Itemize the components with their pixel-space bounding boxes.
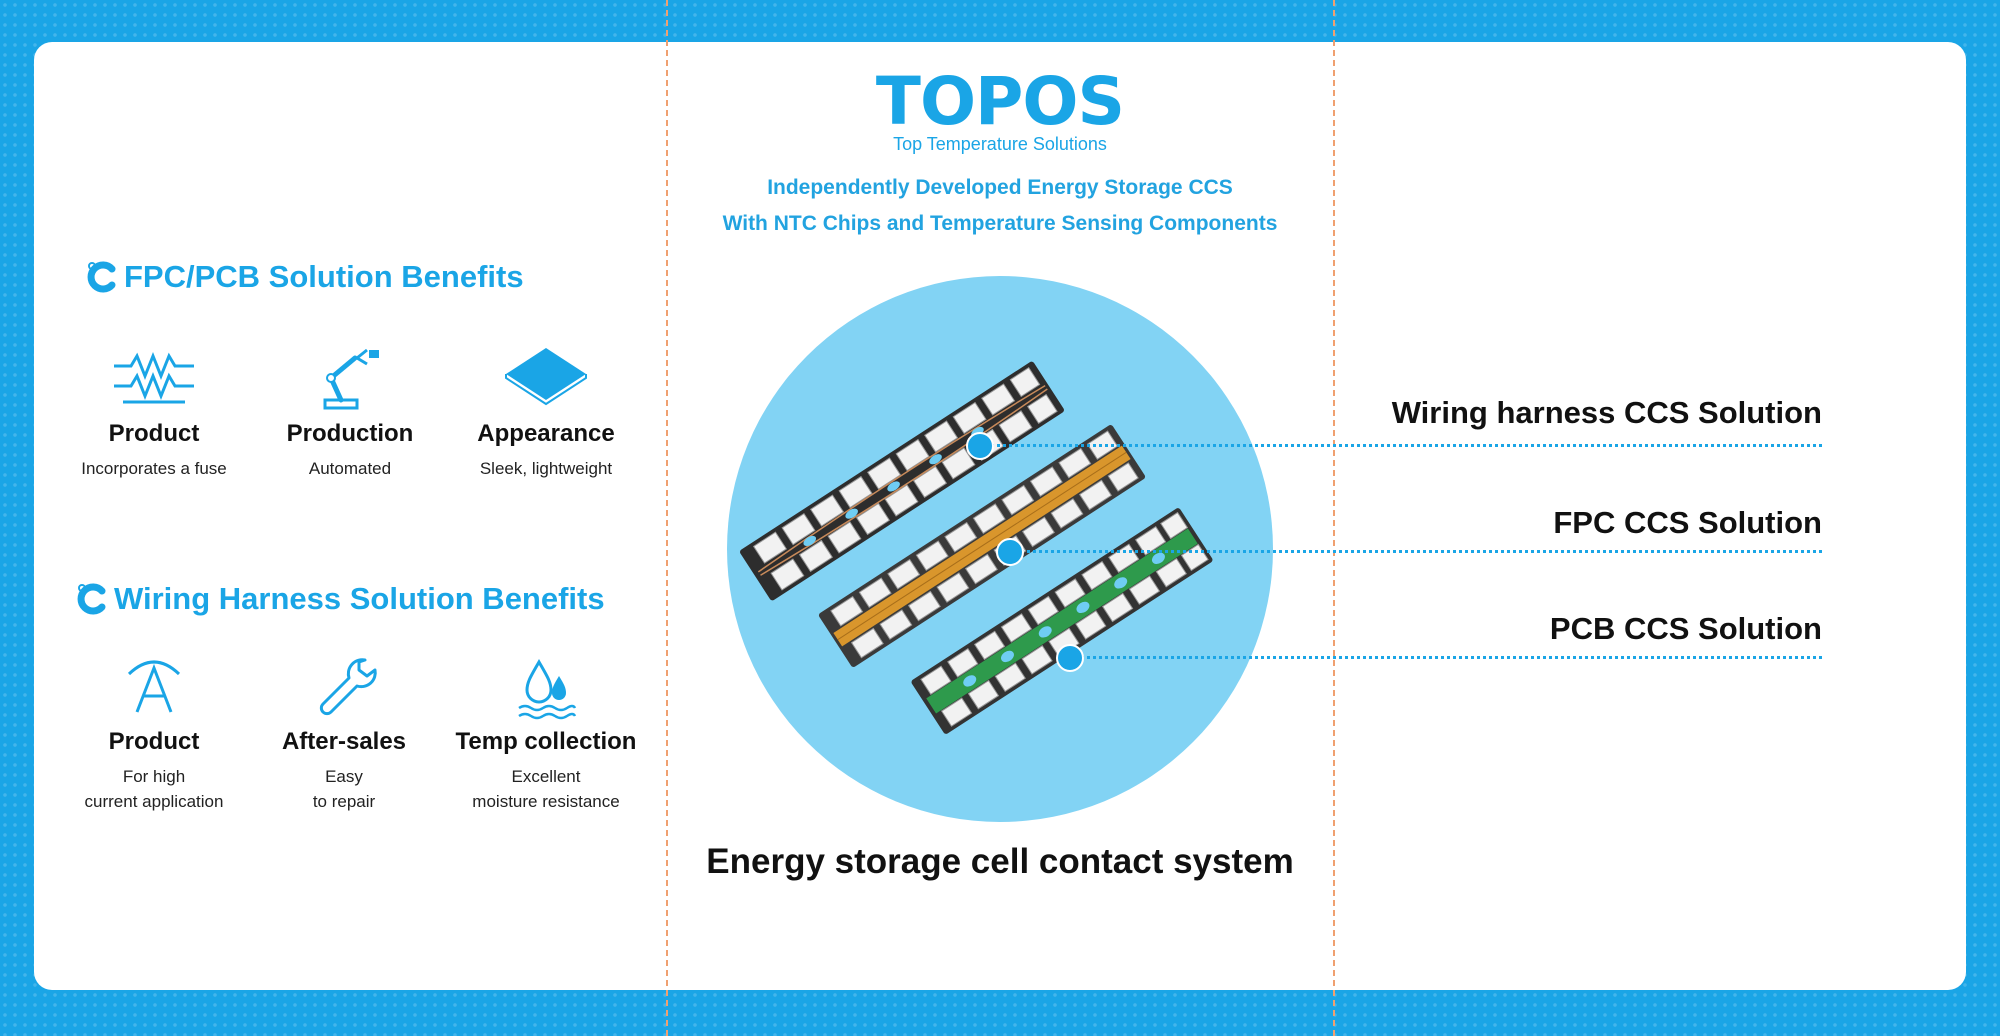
water-drops-icon (518, 658, 577, 720)
benefit-desc-line-1: For high (122, 767, 186, 786)
wiring-benefit-temp-collection: Temp collection Excellent moisture resis… (446, 652, 646, 814)
benefit-title: Appearance (477, 420, 615, 447)
benefit-desc: Sleek, lightweight (479, 459, 613, 478)
ccs-boards-illustration (740, 361, 1213, 734)
wiring-section-title-text: Wiring Harness Solution Benefits (114, 581, 605, 616)
logo-tagline: Top Temperature Solutions (893, 134, 1107, 154)
benefit-title: Product (108, 420, 200, 447)
divider-left (666, 0, 668, 1036)
solution-label-wiring-harness: Wiring harness CCS Solution (1391, 395, 1822, 430)
solution-label-fpc: FPC CCS Solution (1553, 505, 1822, 540)
leader-line-wiring-harness (980, 444, 1822, 447)
benefit-title: Product (108, 728, 200, 755)
product-caption: Energy storage cell contact system (706, 842, 1294, 881)
benefit-desc: Incorporates a fuse (81, 459, 227, 478)
benefit-desc: Excellent moisture resistance (446, 764, 646, 814)
benefit-desc: Easy to repair (244, 764, 444, 814)
marker-dot-pcb (1056, 644, 1084, 672)
benefit-title: Production (286, 420, 414, 447)
benefit-desc-line-2: current application (84, 792, 224, 811)
fuse-icon (114, 351, 194, 404)
benefit-desc-line-1: Excellent (511, 767, 581, 786)
wiring-benefit-product: Product For high current application (54, 652, 254, 814)
benefit-desc-line-2: moisture resistance (472, 792, 620, 811)
leader-line-fpc (1010, 550, 1822, 553)
benefit-title: After-sales (281, 728, 407, 755)
benefit-desc: Automated (308, 459, 392, 478)
pcb-ccs-board (911, 508, 1213, 734)
robot-arm-icon (323, 348, 379, 410)
fpc-section-title-text: FPC/PCB Solution Benefits (124, 259, 524, 294)
fpc-benefit-appearance: Appearance Sleek, lightweight (446, 344, 646, 481)
solution-label-pcb: PCB CCS Solution (1549, 611, 1822, 646)
thin-panel-icon (505, 348, 587, 406)
wiring-harness-ccs-board (740, 361, 1064, 601)
brand-c-icon (77, 583, 106, 615)
marker-dot-wiring-harness (966, 432, 994, 460)
wiring-benefit-after-sales: After-sales Easy to repair (244, 652, 444, 814)
benefit-desc-line-2: to repair (312, 792, 376, 811)
fpc-benefit-product: Product Incorporates a fuse (54, 344, 254, 481)
current-icon (127, 660, 181, 713)
marker-dot-fpc (996, 538, 1024, 566)
logo-wordmark: TOPOS (875, 63, 1125, 140)
topos-logo: TOPOS Top Temperature Solutions (850, 66, 1150, 155)
leader-line-pcb (1070, 656, 1822, 659)
header-line-2: With NTC Chips and Temperature Sensing C… (722, 212, 1278, 235)
fpc-section-title: FPC/PCB Solution Benefits (84, 259, 524, 295)
fpc-benefit-production: Production Automated (250, 344, 450, 481)
product-circle (727, 276, 1273, 822)
benefit-title: Temp collection (455, 728, 637, 755)
wrench-icon (319, 658, 377, 716)
wiring-section-title: Wiring Harness Solution Benefits (74, 581, 605, 617)
benefit-desc: For high current application (54, 764, 254, 814)
divider-right (1333, 0, 1335, 1036)
benefit-desc-line-1: Easy (325, 767, 363, 786)
fpc-ccs-board (818, 425, 1146, 667)
brand-c-icon (87, 261, 116, 293)
header-line-1: Independently Developed Energy Storage C… (767, 176, 1233, 199)
